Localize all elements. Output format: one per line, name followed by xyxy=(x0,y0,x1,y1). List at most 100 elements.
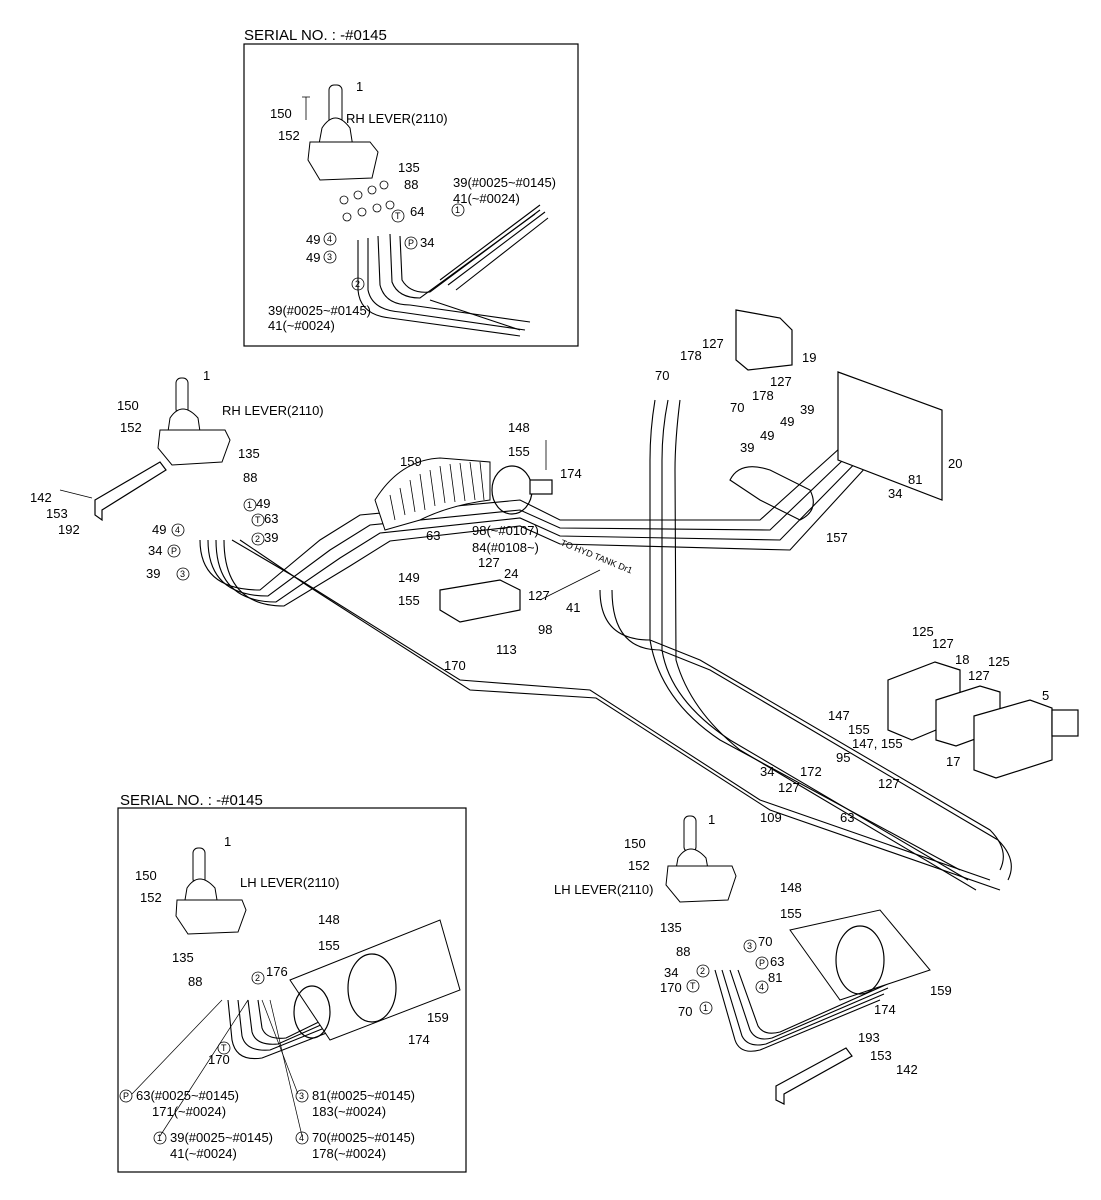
part-label: 127 xyxy=(702,336,724,351)
part-label: 70(#0025~#0145) xyxy=(312,1130,415,1145)
port-p: P xyxy=(171,546,177,556)
part-label: 155 xyxy=(398,593,420,608)
inset-serial-label: SERIAL NO. : -#0145 xyxy=(244,27,387,44)
part-label: 170 xyxy=(444,658,466,673)
part-label: 147 xyxy=(828,708,850,723)
part-label: 17 xyxy=(946,754,960,769)
part-label: 5 xyxy=(1042,688,1049,703)
part-label: 63 xyxy=(264,511,278,526)
part-label: 153 xyxy=(46,506,68,521)
port-2: 2 xyxy=(255,534,260,544)
port-3: 3 xyxy=(180,569,185,579)
part-label: 178 xyxy=(752,388,774,403)
part-label: 174 xyxy=(560,466,582,481)
part-label: 192 xyxy=(58,522,80,537)
part-label: 152 xyxy=(140,890,162,905)
part-label: 152 xyxy=(278,128,300,143)
part-label: 135 xyxy=(172,950,194,965)
part-label: 39 xyxy=(264,530,278,545)
part-label: 127 xyxy=(528,588,550,603)
part-label: 142 xyxy=(30,490,52,505)
part-label: 63 xyxy=(770,954,784,969)
part-label: 1 xyxy=(224,834,231,849)
port-4: 4 xyxy=(175,525,180,535)
part-label: 49 xyxy=(306,250,320,265)
part-label: 88 xyxy=(188,974,202,989)
part-label: 84(#0108~) xyxy=(472,540,539,555)
part-label: 49 xyxy=(760,428,774,443)
rh-lever-assembly: 1 150 152 RH LEVER(2110) 135 88 49 63 39… xyxy=(30,368,324,581)
part-label: 148 xyxy=(508,420,530,435)
part-label: 39(#0025~#0145) xyxy=(268,303,371,318)
part-label: 34 xyxy=(664,965,678,980)
part-label: 155 xyxy=(508,444,530,459)
inset-lever-label: RH LEVER(2110) xyxy=(346,111,448,126)
part-label: 150 xyxy=(624,836,646,851)
part-label: 157 xyxy=(826,530,848,545)
part-label: 127 xyxy=(968,668,990,683)
part-label: 64 xyxy=(410,204,424,219)
part-label: 152 xyxy=(120,420,142,435)
part-label: 178(~#0024) xyxy=(312,1146,386,1161)
part-label: 19 xyxy=(802,350,816,365)
part-label: 1 xyxy=(203,368,210,383)
inset-lh-serial-0145: SERIAL NO. : -#0145 LH LEVER(2110) 1 150… xyxy=(117,792,467,1173)
port-1: 1 xyxy=(703,1003,708,1013)
part-label: 41(~#0024) xyxy=(268,318,335,333)
lh-lever-label: LH LEVER(2110) xyxy=(554,882,653,897)
part-label: 98 xyxy=(538,622,552,637)
part-label: 49 xyxy=(306,232,320,247)
part-label: 39 xyxy=(740,440,754,455)
port-2: 2 xyxy=(700,966,705,976)
port-4: 4 xyxy=(327,234,332,244)
part-label: 20 xyxy=(948,456,962,471)
loom-hatch xyxy=(389,461,485,521)
inset-rh-serial-0145: SERIAL NO. : -#0145 RH LEVER(2110) 1 150… xyxy=(243,27,579,347)
port-1: 1 xyxy=(157,1133,162,1143)
joystick-icon xyxy=(665,815,737,903)
part-label: 125 xyxy=(912,624,934,639)
part-label: 34 xyxy=(148,543,162,558)
port-p: P xyxy=(123,1091,129,1101)
part-label: 150 xyxy=(117,398,139,413)
part-label: 170 xyxy=(208,1052,230,1067)
part-label: 172 xyxy=(800,764,822,779)
part-label: 81 xyxy=(768,970,782,985)
part-label: 1 xyxy=(356,79,363,94)
part-label: 155 xyxy=(318,938,340,953)
part-label: 127 xyxy=(778,780,800,795)
part-label: 24 xyxy=(504,566,518,581)
part-label: 81 xyxy=(908,472,922,487)
rh-lever-label: RH LEVER(2110) xyxy=(222,403,324,418)
port-t: T xyxy=(221,1043,227,1053)
port-p: P xyxy=(408,238,414,248)
port-2: 2 xyxy=(355,279,360,289)
port-3: 3 xyxy=(327,252,332,262)
part-label: 174 xyxy=(874,1002,896,1017)
part-label: 127 xyxy=(932,636,954,651)
part-label: 34 xyxy=(888,486,902,501)
port-4: 4 xyxy=(759,982,764,992)
port-t: T xyxy=(395,211,401,221)
part-label: 125 xyxy=(988,654,1010,669)
part-label: 109 xyxy=(760,810,782,825)
port-3: 3 xyxy=(747,941,752,951)
inset-lever-label: LH LEVER(2110) xyxy=(240,875,339,890)
part-label: 193 xyxy=(858,1030,880,1045)
part-label: 98(~#0107) xyxy=(472,523,539,538)
part-label: 135 xyxy=(238,446,260,461)
part-label: 148 xyxy=(780,880,802,895)
part-label: 113 xyxy=(496,642,517,657)
part-label: 70 xyxy=(655,368,669,383)
part-label: 41(~#0024) xyxy=(170,1146,237,1161)
port-p: P xyxy=(759,958,765,968)
joystick-icon xyxy=(175,847,247,935)
part-label: 41 xyxy=(566,600,580,615)
part-label: 153 xyxy=(870,1048,892,1063)
inset-serial-label: SERIAL NO. : -#0145 xyxy=(120,792,263,809)
port-1: 1 xyxy=(247,500,252,510)
part-label: 39 xyxy=(146,566,160,581)
part-label: 49 xyxy=(780,414,794,429)
port-3: 3 xyxy=(299,1091,304,1101)
part-label: 34 xyxy=(760,764,774,779)
